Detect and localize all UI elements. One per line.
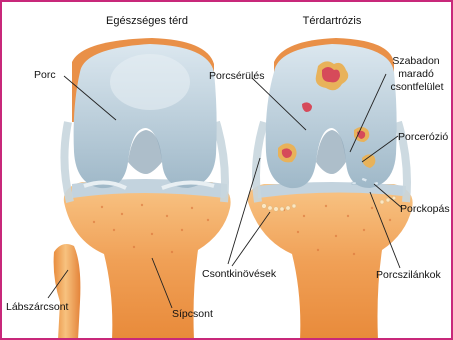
label-porc: Porc [34, 69, 56, 81]
label-csontkinovesek: Csontkinövések [202, 268, 276, 280]
healthy-knee [54, 38, 231, 340]
label-porcszilankok: Porcszilánkok [376, 269, 441, 281]
arthritic-tibia [248, 184, 413, 340]
label-labszarcsont: Lábszárcsont [6, 301, 68, 313]
label-porcserules: Porcsérülés [209, 70, 264, 82]
label-porckopas: Porckopás [400, 203, 450, 215]
healthy-knee-title: Egészséges térd [82, 15, 212, 27]
label-szabadon-line3: csontfelület [384, 81, 450, 93]
arthritic-knee-title: Térdartrózis [272, 15, 392, 27]
label-szabadon-line1: Szabadon [384, 55, 448, 67]
label-sipcsont: Sípcsont [172, 308, 213, 320]
label-porcerozio: Porcerózió [398, 131, 448, 143]
label-szabadon-line2: maradó [384, 68, 448, 80]
healthy-fibula [54, 244, 81, 340]
